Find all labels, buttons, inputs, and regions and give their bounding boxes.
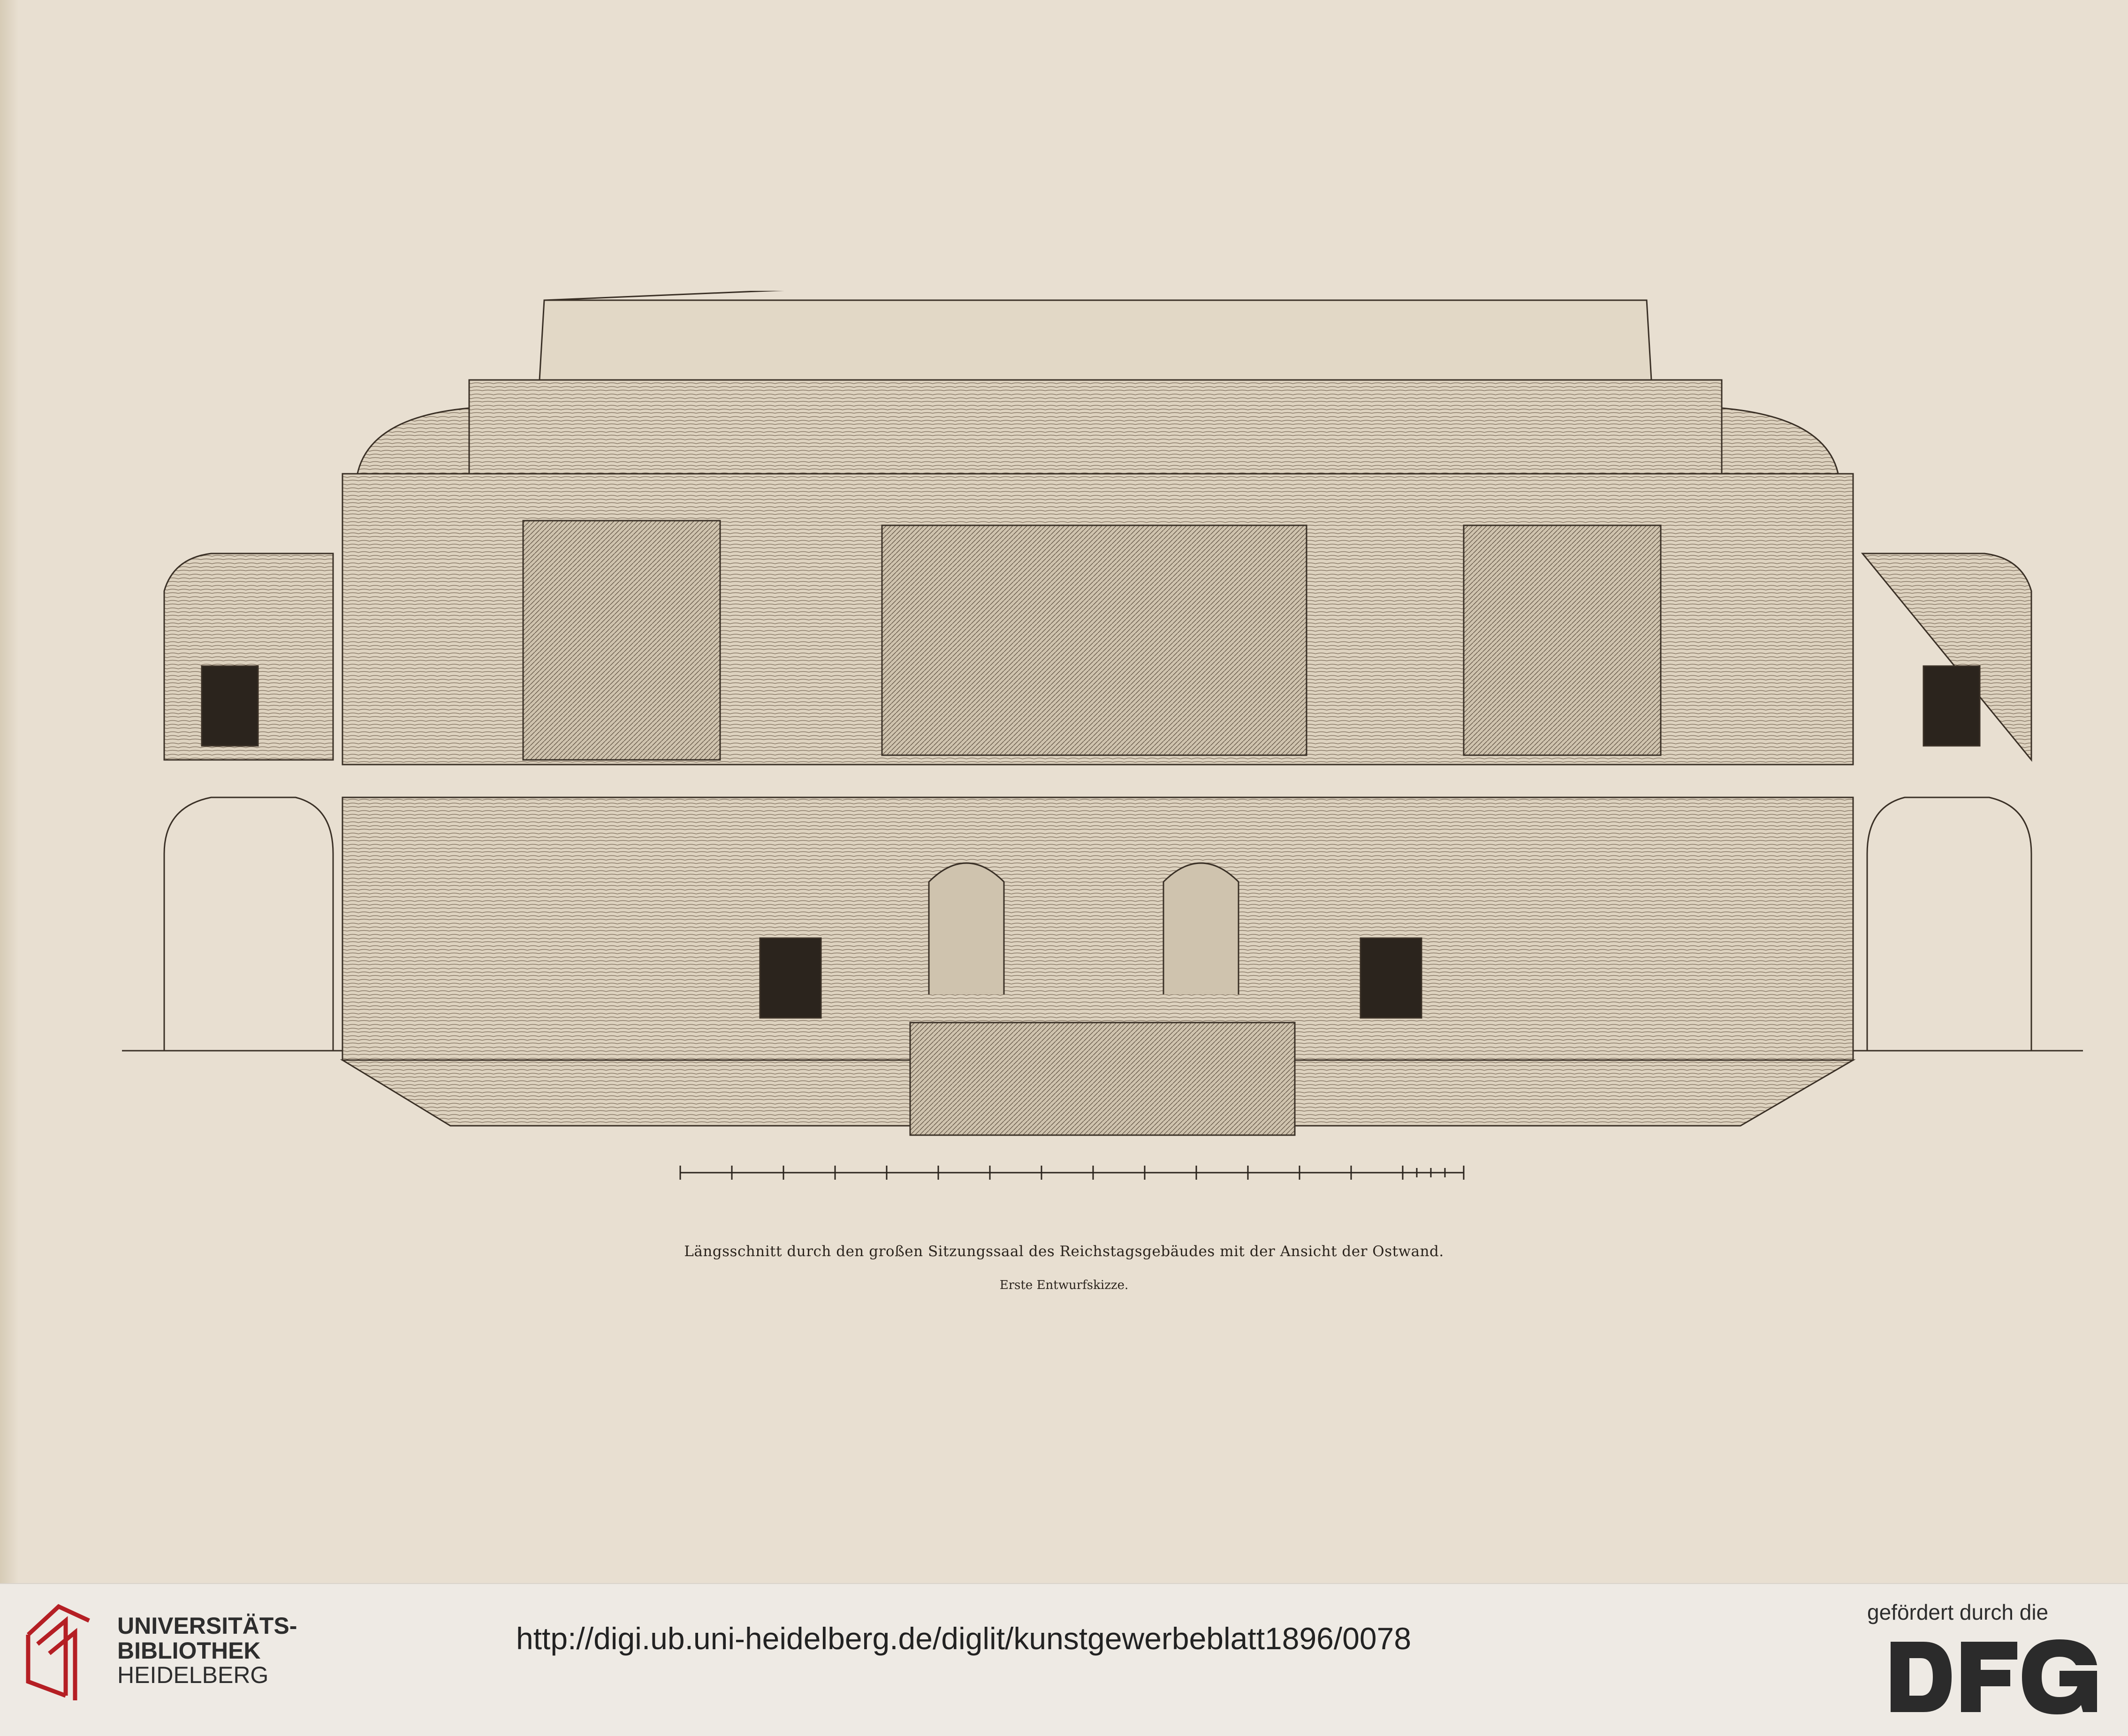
scale-bar [679, 1166, 1465, 1180]
page-fold-shadow [0, 0, 19, 1583]
scanned-page: Längsschnitt durch den großen Sitzungssa… [0, 0, 2083, 1583]
drawing-subcaption: Erste Entwurfskizze. [999, 1278, 1129, 1292]
drawing-caption: Längsschnitt durch den großen Sitzungssa… [684, 1243, 1444, 1260]
library-name-line1: UNIVERSITÄTS- [117, 1613, 297, 1639]
library-name-line2: BIBLIOTHEK [117, 1637, 261, 1664]
library-name[interactable]: UNIVERSITÄTS- BIBLIOTHEK HEIDELBERG [117, 1614, 297, 1688]
architectural-section-drawing [122, 291, 2083, 1136]
funding-label: gefördert durch die [1867, 1600, 2049, 1624]
permalink-url[interactable]: http://digi.ub.uni-heidelberg.de/diglit/… [516, 1621, 1412, 1656]
dfg-logo-icon[interactable] [1891, 1637, 2097, 1717]
library-name-line3: HEIDELBERG [117, 1662, 269, 1688]
heidelberg-library-logo-icon[interactable] [23, 1602, 94, 1705]
viewer-footer [0, 1583, 2128, 1736]
